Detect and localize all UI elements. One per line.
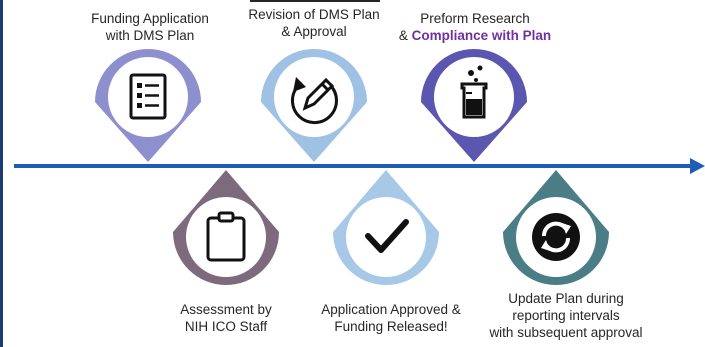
label-funding: Funding Application with DMS Plan	[60, 10, 240, 44]
pin-approved	[333, 170, 439, 285]
edit-cycle-icon	[290, 77, 338, 125]
beaker-icon	[460, 65, 488, 119]
timeline-arrowhead	[690, 158, 705, 174]
label-update-line2: reporting intervals	[512, 308, 620, 323]
checkmark-icon	[365, 219, 409, 253]
label-assessment-line2: NIH ICO Staff	[184, 319, 268, 334]
label-research-highlight: Compliance with Plan	[411, 28, 552, 43]
left-border	[0, 0, 3, 347]
pin-update	[503, 170, 609, 285]
label-research: Preform Research & Compliance with Plan	[360, 10, 590, 44]
label-revision-line2: & Approval	[281, 24, 347, 39]
clipboard-icon	[206, 211, 246, 262]
label-research-line2: & Compliance with Plan	[360, 27, 590, 44]
label-update: Update Plan during reporting intervals w…	[466, 290, 666, 341]
label-approved-line1: Application Approved &	[321, 302, 461, 317]
pin-revision	[261, 49, 367, 162]
refresh-icon	[532, 213, 580, 261]
label-approved-line2: Funding Released!	[334, 319, 448, 334]
label-revision: Revision of DMS Plan & Approval	[224, 6, 404, 40]
label-revision-line1: Revision of DMS Plan	[248, 7, 380, 22]
label-research-line1: Preform Research	[420, 11, 530, 26]
label-funding-line2: with DMS Plan	[105, 28, 195, 43]
label-research-prefix: &	[398, 28, 412, 43]
label-funding-line1: Funding Application	[91, 11, 209, 26]
top-rule	[250, 0, 380, 2]
label-approved: Application Approved & Funding Released!	[296, 301, 486, 335]
label-update-line3: with subsequent approval	[489, 325, 643, 340]
pin-funding	[95, 49, 201, 162]
pin-assessment	[173, 170, 279, 285]
label-update-line1: Update Plan during	[508, 291, 624, 306]
pin-research	[421, 49, 527, 162]
checklist-icon	[129, 73, 167, 120]
label-assessment: Assessment by NIH ICO Staff	[136, 301, 316, 335]
label-assessment-line1: Assessment by	[180, 302, 272, 317]
